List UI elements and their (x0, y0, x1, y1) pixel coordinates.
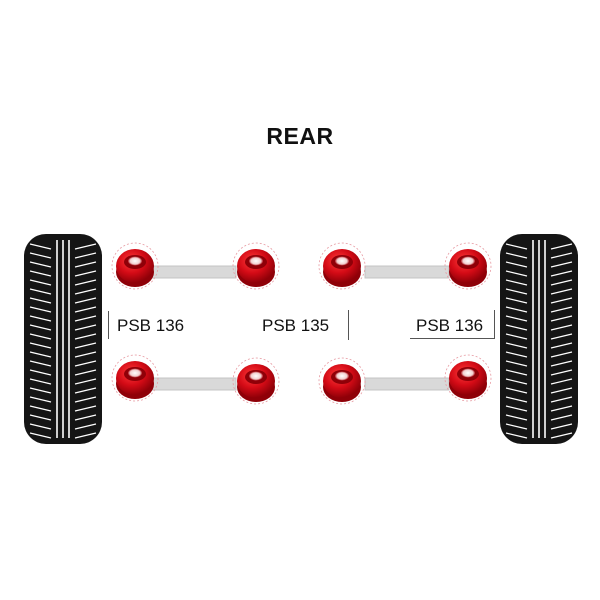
upper-right-link-rod (364, 265, 450, 279)
bushing-lower-1 (111, 354, 159, 402)
right-label-tick-vertical (494, 310, 495, 338)
part-label-left: PSB 136 (117, 316, 185, 335)
bushing-lower-3 (318, 357, 366, 405)
bushing-lower-4 (444, 354, 492, 402)
center-label-tick (348, 310, 349, 340)
diagram-title: REAR (266, 123, 334, 149)
upper-left-link-rod (151, 265, 237, 279)
left-rear-tire (24, 234, 102, 444)
right-rear-tire (500, 234, 578, 444)
left-label-tick (108, 311, 109, 339)
lower-left-link-rod (151, 377, 237, 391)
bushing-upper-2 (232, 242, 280, 290)
lower-right-link-rod (364, 377, 450, 391)
part-label-right: PSB 136 (416, 316, 484, 335)
part-label-center: PSB 135 (262, 316, 330, 335)
bushing-lower-2 (232, 357, 280, 405)
bushing-upper-4 (444, 242, 492, 290)
bushing-upper-1 (111, 242, 159, 290)
bushing-upper-3 (318, 242, 366, 290)
right-label-tick-horizontal (410, 338, 495, 339)
